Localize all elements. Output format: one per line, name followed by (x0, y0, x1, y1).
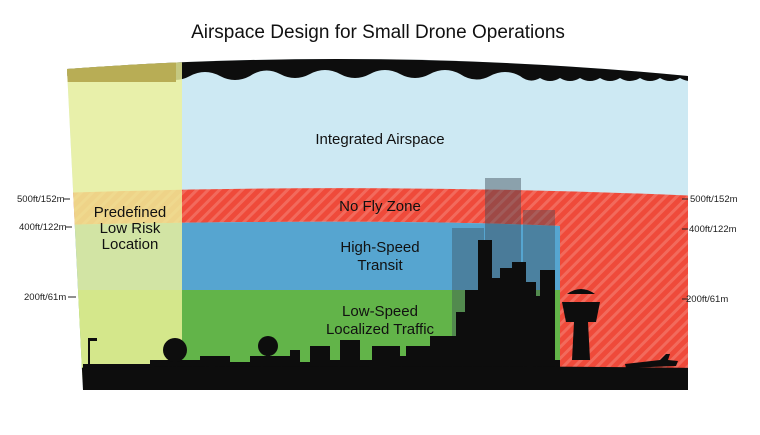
sky-boundary (67, 59, 688, 81)
low-speed-traffic-label-line1: Low-Speed (342, 303, 418, 320)
right-altitude-200: 200ft/61m (686, 294, 728, 305)
left-altitude-400: 400ft/122m (19, 222, 67, 233)
city-skyline (83, 240, 560, 372)
left-altitude-500: 500ft/152m (17, 194, 65, 205)
high-speed-transit-label-line1: High-Speed (340, 239, 419, 256)
diagram-title: Airspace Design for Small Drone Operatio… (191, 22, 565, 43)
no-fly-zone-label: No Fly Zone (339, 198, 421, 215)
right-altitude-400: 400ft/122m (689, 224, 737, 235)
low-risk-label-line3: Location (102, 236, 159, 253)
airplane-icon (625, 354, 678, 368)
lamp-post-icon (88, 340, 90, 368)
ground (67, 366, 688, 391)
airspace-bands (67, 59, 688, 391)
right-altitude-500: 500ft/152m (690, 194, 738, 205)
high-speed-transit-band (67, 221, 560, 290)
low-risk-location-column (67, 60, 182, 380)
high-speed-transit-label-line2: Transit (357, 257, 403, 274)
left-altitude-200: 200ft/61m (24, 292, 66, 303)
tree-icon (163, 338, 187, 362)
low-risk-label-line2: Low Risk (100, 220, 161, 237)
control-tower-icon (562, 289, 600, 360)
integrated-airspace-label: Integrated Airspace (315, 131, 444, 148)
low-risk-cloud-strip (67, 60, 176, 82)
tree-icon (258, 336, 278, 356)
low-speed-traffic-label-line2: Localized Traffic (326, 321, 435, 338)
low-risk-label-line1: Predefined (94, 204, 167, 221)
